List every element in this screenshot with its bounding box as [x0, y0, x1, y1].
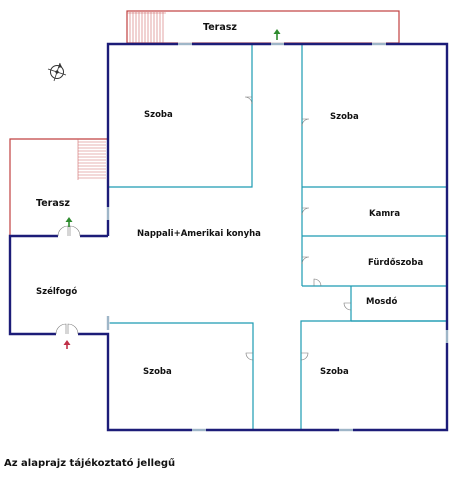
inner-walls	[108, 44, 447, 430]
compass-icon	[47, 62, 67, 82]
entrance-door	[55, 323, 79, 336]
terrace-door	[57, 225, 81, 238]
room-label-szoba-top-right: Szoba	[330, 112, 359, 122]
terrace-arrow-icon	[273, 29, 281, 40]
outer-walls	[8, 42, 449, 432]
window-marks	[106, 42, 449, 432]
disclaimer-note: Az alaprajz tájékoztató jellegű	[4, 458, 176, 469]
interior-door-marks	[244, 96, 352, 361]
room-label-kamra: Kamra	[369, 209, 400, 219]
room-label-terasz-left: Terasz	[36, 198, 70, 209]
room-label-nappali: Nappali+Amerikai konyha	[137, 229, 261, 239]
terrace-left-arrow-icon	[65, 217, 73, 227]
room-label-szoba-bottom-left: Szoba	[143, 367, 172, 377]
entrance-arrow-icon	[63, 340, 71, 349]
terrace-top-stairs	[127, 12, 166, 43]
room-label-szoba-top-left: Szoba	[144, 110, 173, 120]
room-label-szoba-bottom-right: Szoba	[320, 367, 349, 377]
terrace-top	[126, 10, 400, 44]
terrace-left	[9, 138, 108, 236]
room-label-terasz-top: Terasz	[203, 22, 237, 33]
terrace-left-stairs	[77, 139, 106, 180]
room-label-furdoszoba: Fürdőszoba	[368, 258, 423, 268]
room-label-mosdo: Mosdó	[366, 296, 397, 307]
room-label-szelfogo: Szélfogó	[36, 286, 77, 297]
